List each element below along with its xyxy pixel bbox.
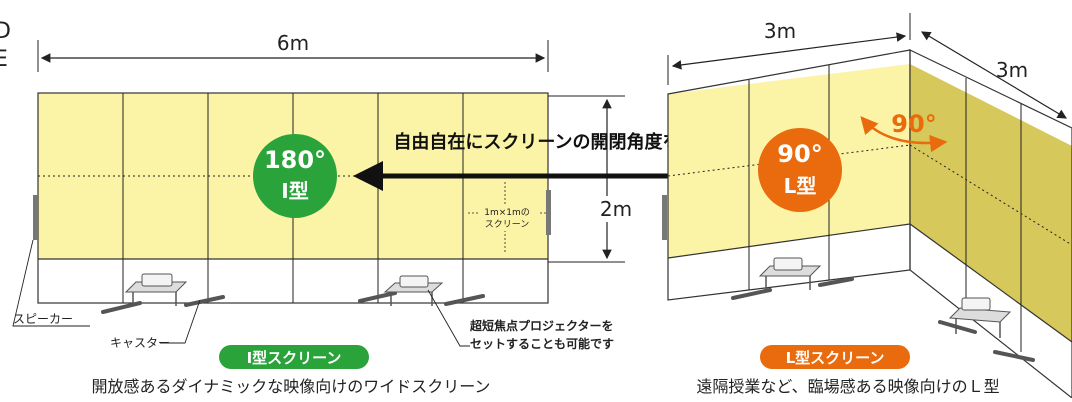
side-width-dimension-line: [920, 31, 1068, 119]
l-type-badge: 90° L型: [758, 128, 842, 212]
cell-size-label-2: スクリーン: [485, 219, 530, 230]
speaker-l-type: [662, 195, 667, 240]
height-label: 2m: [600, 197, 632, 221]
side-width-label: 3m: [996, 58, 1028, 82]
side-panel-area: [910, 64, 1072, 342]
edge-fragment: D: [0, 19, 11, 44]
front-width-dimension-line: [671, 32, 907, 70]
angle-arc: [860, 116, 948, 153]
angle-adjust-label: 自由自在にスクリーンの開閉角度を調整: [393, 131, 716, 153]
i-type-description: 開放感あるダイナミックな映像向けのワイドスクリーン: [92, 377, 491, 396]
projector-l-side: [948, 297, 1012, 338]
caster-left: [101, 291, 485, 314]
speaker-callout: スピーカー: [13, 312, 73, 326]
projector-l-front: [758, 257, 822, 290]
l-type-description: 遠隔授業など、臨場感ある映像向けのＬ型: [696, 377, 999, 396]
i-type-screen: 6m 1m×1mの スクリーン: [12, 31, 614, 396]
projector-callout-2: セットすることも可能です: [470, 336, 614, 351]
badge-angle-90: 90°: [777, 140, 822, 168]
l-type-screen: 3m 3m: [662, 13, 1072, 399]
projector-callout: 超短焦点プロジェクターを: [469, 318, 614, 333]
i-type-badge: 180° I型: [253, 134, 337, 218]
badge-type-i: I型: [281, 179, 308, 203]
i-type-pill: [219, 345, 369, 369]
i-type-pill-label: I型スクリーン: [247, 349, 342, 367]
angle-label: 90°: [891, 110, 936, 138]
width-label: 6m: [277, 31, 309, 55]
edge-fragment-2: E: [0, 47, 8, 72]
front-width-label: 3m: [764, 19, 796, 43]
l-type-pill-label: L型スクリーン: [786, 349, 885, 367]
badge-angle-180: 180°: [264, 146, 326, 174]
badge-type-l: L型: [784, 174, 817, 198]
l-type-pill: [760, 345, 910, 369]
cell-size-label: 1m×1mの: [484, 208, 530, 218]
projector-left: [124, 273, 188, 306]
projector-right: [383, 275, 444, 306]
speaker-right: [546, 190, 551, 235]
speaker-left: [33, 195, 38, 240]
caster-callout: キャスター: [110, 336, 170, 350]
